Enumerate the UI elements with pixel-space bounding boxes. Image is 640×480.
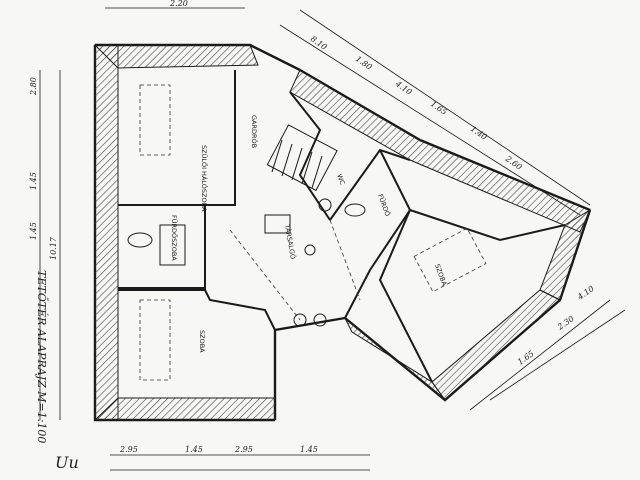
wall-hatching [93, 44, 591, 421]
dim-top-left: 2.20 [169, 0, 188, 8]
bathroom-fixtures [127, 198, 366, 327]
staircase [266, 124, 338, 192]
dim-left-2: 1.45 [29, 172, 38, 190]
dim-left-1: 2.80 [29, 77, 38, 96]
dim-bottom-4: 1.45 [300, 445, 318, 454]
interior-walls [118, 70, 566, 383]
dim-bottom-1: 2.95 [119, 445, 138, 454]
room-label-wc: WC [335, 173, 346, 186]
room-label-bathroom-left: FÜRDŐSZOBA [170, 215, 179, 261]
signature: Uu [55, 453, 79, 472]
dim-bottom-2: 1.45 [185, 445, 203, 454]
dim-bottom-3: 2.95 [234, 445, 253, 454]
room-label-bedroom-bottom: SZOBA [198, 330, 206, 353]
dim-left-3: 1.45 [29, 222, 38, 240]
room-label-dressing: GARDRÓB [250, 115, 259, 148]
drawing-title: TETŐTÉR ALAPRAJZ M=1:100 [35, 270, 49, 443]
dimension-lines [39, 7, 626, 471]
room-label-master-bedroom: SZÜLŐI HÁLÓSZOBA [200, 145, 209, 212]
roof-window-markings [139, 84, 487, 381]
dim-left-total: 10.17 [49, 236, 58, 260]
